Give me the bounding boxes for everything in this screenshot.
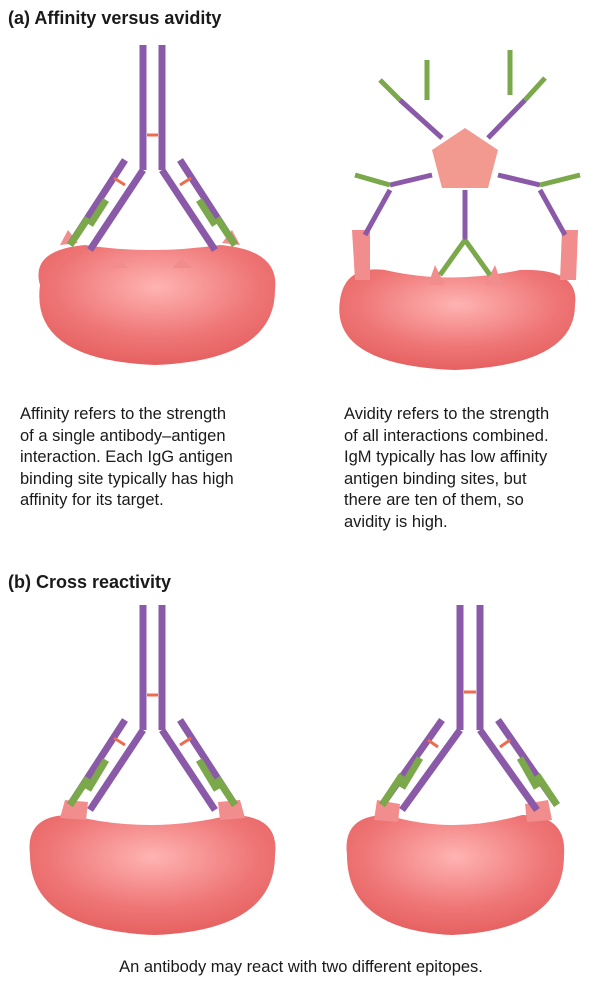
avidity-caption: Avidity refers to the strength of all in… — [344, 404, 600, 533]
epitope-bumps — [60, 800, 245, 820]
cross-reactivity-right — [302, 600, 602, 960]
affinity-caption: Affinity refers to the strength of a sin… — [20, 404, 300, 512]
cell — [339, 269, 575, 370]
cell — [347, 815, 565, 935]
cell — [30, 815, 276, 935]
igg-antibody — [70, 605, 235, 810]
igg-antibody — [382, 605, 557, 810]
cross-reactivity-caption: An antibody may react with two different… — [0, 958, 602, 977]
igg-antibody — [70, 45, 235, 250]
avidity-diagram — [300, 40, 600, 420]
section-a-heading: (a) Affinity versus avidity — [8, 8, 221, 29]
cell — [38, 245, 275, 365]
cross-reactivity-left — [0, 600, 300, 960]
section-b-heading: (b) Cross reactivity — [8, 572, 171, 593]
affinity-diagram — [0, 40, 300, 420]
